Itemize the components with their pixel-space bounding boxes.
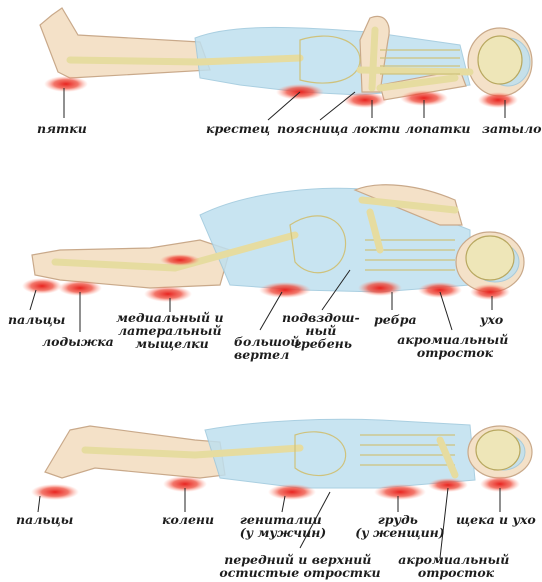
spot-ribs [358, 280, 402, 296]
spot-knee-top [160, 254, 200, 266]
label-genitals: гениталии (у мужчин) [240, 512, 327, 540]
label-knees: колени [162, 512, 214, 527]
label-acromion: акромиальный отросток [398, 552, 513, 580]
label-toes: пальцы [16, 512, 74, 527]
spot-toes [22, 278, 62, 294]
lateral-figure: пальцы лодыжка медиальный и латеральный … [8, 185, 524, 362]
label-lower-back: поясница [277, 121, 348, 136]
label-nape: затылок [482, 121, 542, 136]
label-condyles: медиальный и латеральный мыщелки [116, 310, 228, 351]
label-heels: пятки [37, 121, 87, 136]
label-sacrum: крестец [206, 121, 270, 136]
spot-breast [374, 484, 426, 500]
supine-labels: пятки крестец поясница локти лопатки зат… [37, 121, 542, 136]
label-breast: грудь (у женщин) [355, 512, 445, 540]
label-ankle: лодыжка [42, 334, 114, 349]
label-cheek-ear: щека и ухо [456, 512, 536, 527]
label-spines: передний и верхний остистые отростки [219, 552, 380, 580]
label-elbows: локти [352, 121, 400, 136]
label-iliac-crest: подвздош- ный гребень [282, 310, 364, 351]
label-ear: ухо [479, 312, 503, 327]
spot-elbows [343, 92, 387, 108]
spot-nape [478, 92, 518, 108]
spot-trochanter [259, 282, 311, 298]
spot-genitals [268, 484, 316, 500]
prone-figure: пальцы колени гениталии (у мужчин) перед… [16, 419, 536, 580]
supine-figure: пятки крестец поясница локти лопатки зат… [37, 8, 542, 136]
spot-acromion [418, 282, 462, 298]
label-shoulder-blades: лопатки [405, 121, 470, 136]
label-acromion: акромиальный отросток [397, 332, 512, 360]
spot-toes [31, 484, 79, 500]
spot-condyles [144, 286, 192, 302]
spot-heels [44, 76, 88, 92]
lateral-labels: пальцы лодыжка медиальный и латеральный … [8, 310, 513, 362]
label-toes: пальцы [8, 312, 66, 327]
label-ribs: ребра [374, 312, 417, 327]
prone-labels: пальцы колени гениталии (у мужчин) перед… [16, 512, 536, 580]
spot-ear [470, 284, 510, 300]
